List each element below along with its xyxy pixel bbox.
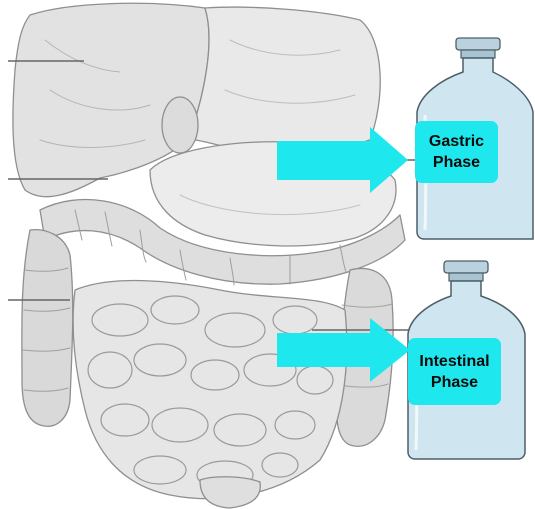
liver-right-lobe [188,7,380,150]
rectum [200,477,260,508]
gastric-phase-line2: Phase [433,152,480,173]
digestive-organs-illustration [13,3,405,508]
intestinal-phase-line1: Intestinal [419,351,489,372]
gastric-phase-line1: Gastric [429,131,484,152]
gallbladder [162,97,198,153]
intestinal-phase-line2: Phase [431,372,478,393]
intestinal-phase-label: Intestinal Phase [408,338,501,405]
ascending-colon [22,230,73,427]
gastric-phase-label: Gastric Phase [415,121,498,183]
